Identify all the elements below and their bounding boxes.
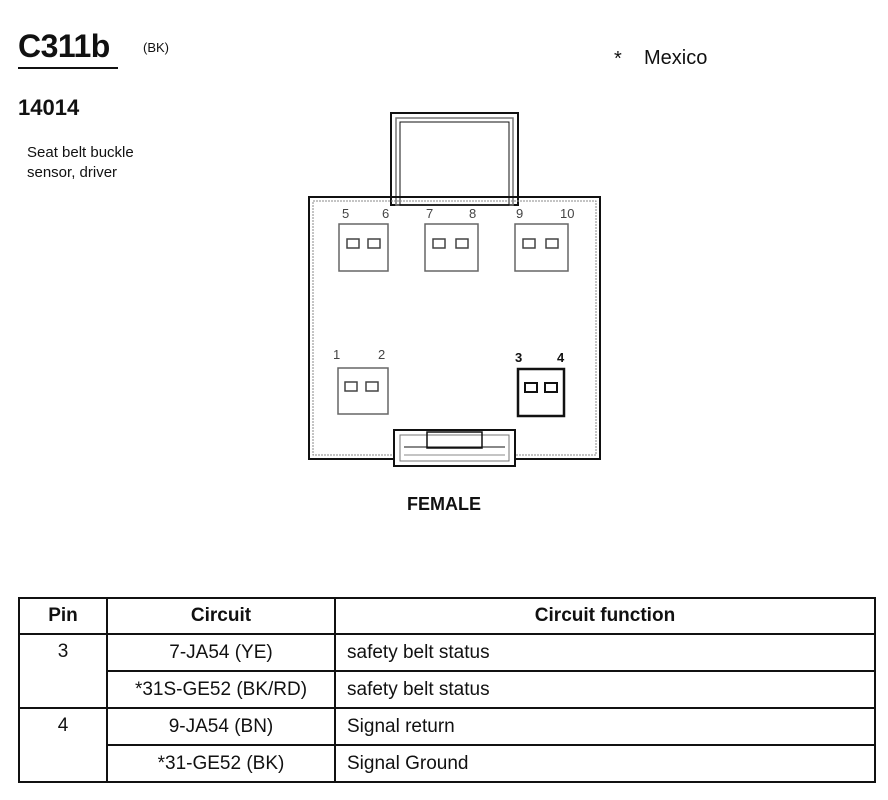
pin-label-10: 10: [560, 206, 574, 221]
component-description-line-2: sensor, driver: [27, 164, 118, 181]
function-cell: safety belt status: [334, 670, 876, 709]
cavity-5-6: [338, 223, 389, 272]
pin-label-9: 9: [516, 206, 523, 221]
pin-cell: 4: [18, 707, 108, 783]
table-header-row: Pin Circuit Circuit function: [18, 597, 876, 635]
pin-label-6: 6: [382, 206, 389, 221]
pin-label-3: 3: [515, 350, 522, 365]
bottom-lock: [393, 429, 516, 467]
connector-color: (BK): [143, 40, 169, 55]
connector-body: [308, 196, 601, 460]
table-row: *31S-GE52 (BK/RD) safety belt status: [19, 670, 876, 709]
header-pin: Pin: [18, 597, 108, 635]
circuit-cell: *31-GE52 (BK): [106, 744, 336, 783]
cavity-3-4: [516, 367, 566, 418]
pin-label-7: 7: [426, 206, 433, 221]
connector-face-diagram: 5 6 7 8 9 10 1 2 3 4: [308, 112, 601, 467]
header-circuit: Circuit: [106, 597, 336, 635]
part-number: 14014: [18, 95, 80, 120]
table-row: 4 9-JA54 (BN) Signal return: [18, 707, 876, 783]
function-cell: Signal return: [334, 707, 876, 746]
cavity-1-2: [337, 367, 389, 415]
function-cell: Signal Ground: [334, 744, 876, 783]
table-row: 3 7-JA54 (YE) safety belt status: [18, 633, 876, 709]
pin-label-4: 4: [557, 350, 565, 365]
title-underline: [18, 67, 118, 69]
pin-label-1: 1: [333, 347, 340, 362]
circuit-cell: *31S-GE52 (BK/RD): [106, 670, 336, 709]
pin-cell: 3: [18, 633, 108, 709]
pin-label-8: 8: [469, 206, 476, 221]
cavity-9-10: [514, 223, 569, 272]
footnote-marker: *: [614, 48, 622, 70]
connector-id: C311b: [18, 28, 110, 64]
footnote-text: Mexico: [644, 47, 708, 69]
circuit-cell: 7-JA54 (YE): [106, 633, 336, 672]
cavity-7-8: [424, 223, 479, 272]
connector-view-label: FEMALE: [407, 494, 481, 514]
table-row: *31-GE52 (BK) Signal Ground: [19, 744, 876, 783]
pin-circuit-table: Pin Circuit Circuit function 3 7-JA54 (Y…: [18, 597, 876, 783]
pin-label-5: 5: [342, 206, 349, 221]
pin-label-2: 2: [378, 347, 385, 362]
top-latch: [390, 112, 519, 206]
circuit-cell: 9-JA54 (BN): [106, 707, 336, 746]
function-cell: safety belt status: [334, 633, 876, 672]
component-description-line-1: Seat belt buckle: [27, 144, 134, 161]
header-circuit-function: Circuit function: [334, 597, 876, 635]
